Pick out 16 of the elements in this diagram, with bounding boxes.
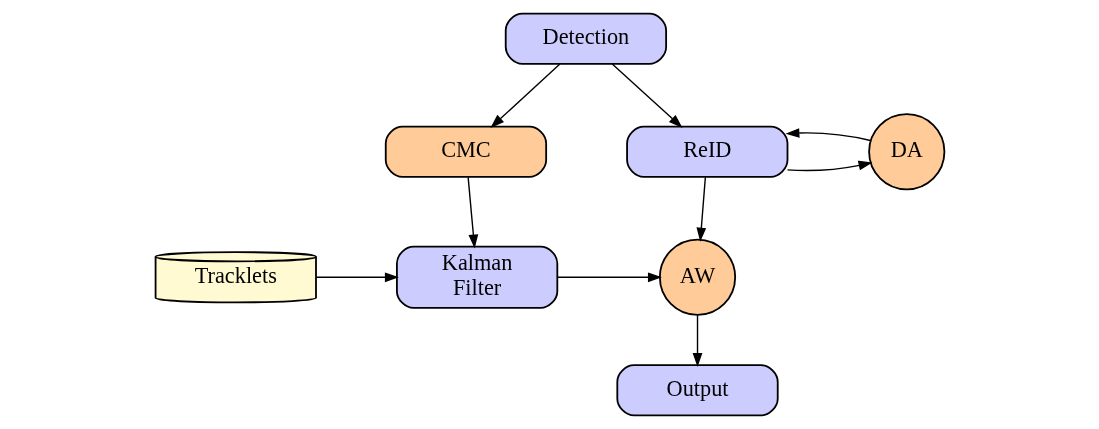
arrow [315,272,399,283]
node-box: Kalman Filter [395,245,558,309]
arrow [692,314,702,367]
arrow [611,63,683,128]
arrow [784,128,871,142]
node-box: ReID [625,125,788,178]
arrow [786,160,872,172]
node-box: Detection [504,12,667,65]
arrow [489,63,561,128]
arrow [556,272,662,283]
node-box: CMC [384,125,547,178]
arrow [466,176,478,249]
arrow [695,176,706,242]
node-circle: DA [867,113,945,191]
node-box: Output [615,364,779,417]
node-circle: AW [658,238,736,316]
